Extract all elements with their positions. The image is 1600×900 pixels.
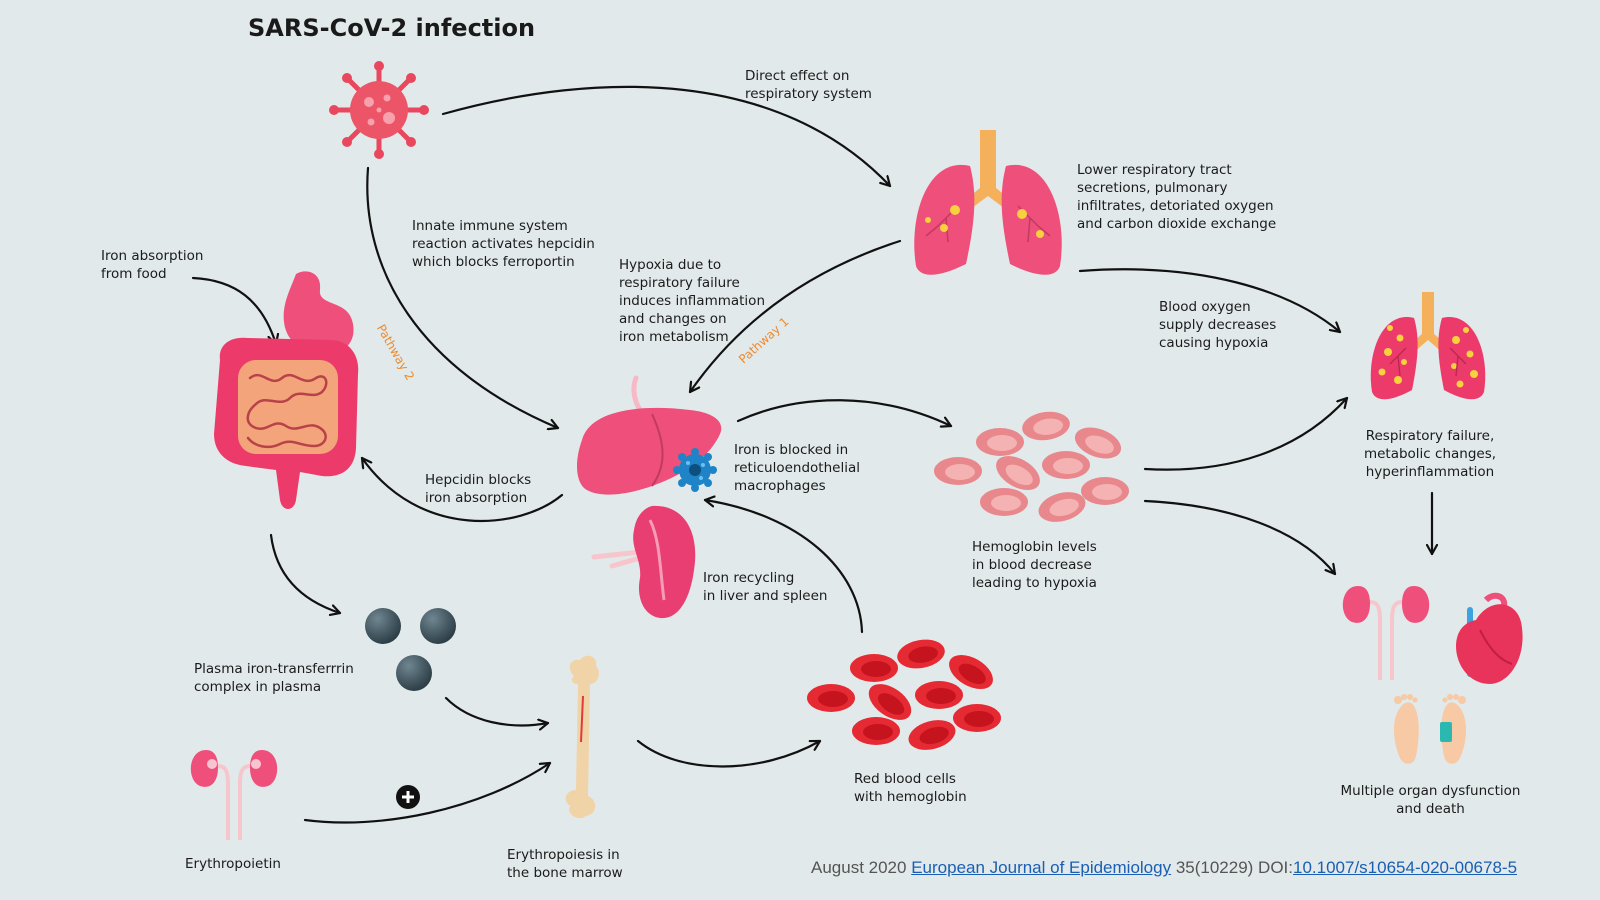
arrow-lungs-to-inflamed-lungs — [1078, 268, 1342, 334]
transferrin-ball-icon — [365, 608, 401, 644]
macrophage-icon — [673, 448, 717, 492]
diagram-title: SARS-CoV-2 infection — [248, 14, 536, 42]
citation: August 2020 European Journal of Epidemio… — [811, 858, 1517, 878]
erythrocyte-pale-icon — [980, 488, 1028, 516]
arrow-food-to-stomach — [191, 276, 276, 346]
kidney-icon — [190, 750, 278, 840]
label-iron-absorption: Iron absorption from food — [101, 248, 204, 282]
spleen-icon — [591, 505, 696, 619]
erythrocyte-red-cluster — [807, 636, 1001, 755]
lungs-inflamed-icon — [1370, 292, 1486, 400]
erythrocyte-pale-icon — [1081, 477, 1129, 505]
erythrocyte-red-icon — [915, 681, 963, 709]
arrow-rbc-pale-to-inflamed-lungs — [1143, 396, 1349, 471]
arrow-rbc-pale-to-organs — [1143, 499, 1337, 576]
arrow-liver-to-rbc-pale — [736, 399, 953, 426]
erythrocyte-pale-icon — [1035, 487, 1089, 527]
erythrocyte-pale-cluster — [934, 408, 1129, 527]
label-respiratory-failure: Respiratory failure, metabolic changes, … — [1363, 428, 1497, 480]
label-iron-recycling: Iron recycling in liver and spleen — [703, 570, 828, 604]
label-innate-immune: Innate immune system reaction activates … — [412, 218, 595, 270]
erythrocyte-pale-icon — [976, 428, 1024, 456]
erythrocyte-pale-icon — [1020, 408, 1072, 444]
label-hepcidin-blocks: Hepcidin blocks iron absorption — [425, 472, 532, 506]
erythrocyte-red-icon — [953, 704, 1001, 732]
lungs-icon — [914, 130, 1062, 275]
erythrocyte-red-icon — [905, 715, 959, 755]
erythrocyte-pale-icon — [1042, 451, 1090, 479]
label-plasma-iron: Plasma iron-transferrrin complex in plas… — [194, 661, 354, 695]
transferrin-ball-icon — [396, 655, 432, 691]
label-hemoglobin-levels: Hemoglobin levels in blood decrease lead… — [972, 539, 1097, 591]
stomach-intestine-icon — [214, 271, 359, 509]
citation-doi-link[interactable]: 10.1007/s10654-020-00678-5 — [1293, 858, 1518, 877]
label-hypoxia-respiratory-failure: Hypoxia due to respiratory failure induc… — [619, 257, 766, 345]
arrow-red-rbc-to-spleen — [703, 500, 864, 634]
heart-icon — [1456, 592, 1523, 684]
citation-date: August 2020 — [811, 858, 912, 877]
arrows — [191, 85, 1432, 824]
feet-icon — [1394, 694, 1466, 764]
label-direct-effect: Direct effect on respiratory system — [745, 68, 872, 102]
arrow-bone-to-red-rbc — [636, 739, 822, 768]
label-lower-respiratory-tract: Lower respiratory tract secretions, pulm… — [1077, 162, 1277, 232]
label-erythropoietin: Erythropoietin — [185, 856, 281, 872]
erythrocyte-red-icon — [852, 717, 900, 745]
citation-issue: 35(10229) DOI: — [1171, 858, 1293, 877]
erythrocyte-pale-icon — [934, 457, 982, 485]
erythrocyte-red-icon — [894, 636, 948, 672]
arrow-virus-to-liver — [366, 166, 560, 428]
label-iron-blocked: Iron is blocked in reticuloendothelial m… — [734, 442, 860, 494]
arrow-virus-to-lungs — [441, 85, 892, 188]
label-erythropoiesis: Erythropoiesis in the bone marrow — [507, 847, 623, 881]
virus-icon — [329, 61, 429, 159]
label-blood-oxygen: Blood oxygen supply decreases causing hy… — [1159, 299, 1277, 351]
bone-icon — [565, 655, 599, 819]
transferrin-cluster — [365, 608, 456, 691]
transferrin-ball-icon — [420, 608, 456, 644]
erythrocyte-red-icon — [807, 684, 855, 712]
arrow-lungs-to-liver — [688, 239, 902, 394]
citation-journal-link[interactable]: European Journal of Epidemiology — [911, 858, 1172, 877]
kidney-icon — [1342, 586, 1430, 680]
liver-icon — [577, 375, 722, 495]
plus-icon — [396, 785, 420, 809]
arrow-plasma-to-bone — [444, 696, 550, 725]
arrow-intestine-to-plasma — [269, 533, 342, 613]
arrow-kidney-to-bone — [303, 761, 552, 824]
erythrocyte-red-icon — [850, 654, 898, 682]
label-red-blood-cells: Red blood cells with hemoglobin — [854, 771, 967, 805]
label-multiple-organ: Multiple organ dysfunction and death — [1340, 783, 1521, 817]
arrow-liver-to-intestine — [360, 456, 564, 523]
